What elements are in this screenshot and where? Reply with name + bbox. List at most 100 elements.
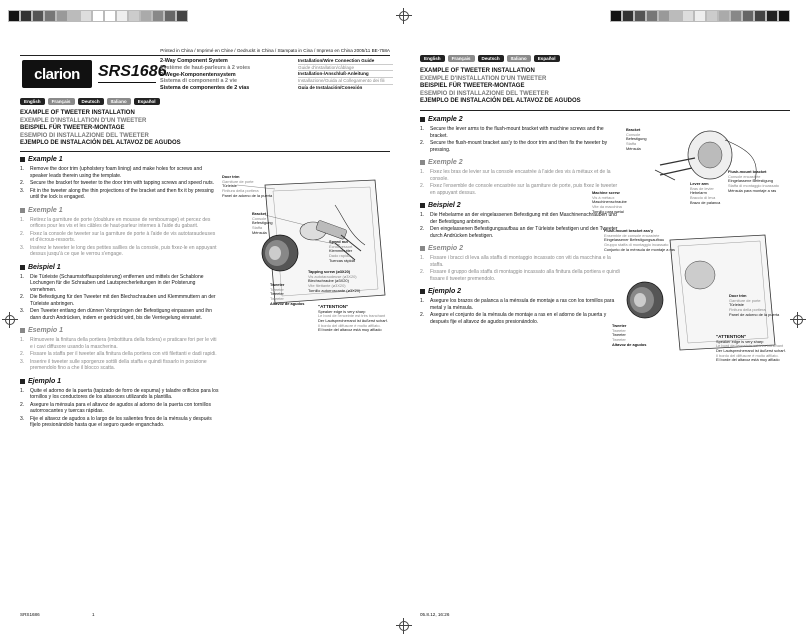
step-number: 2.: [20, 294, 25, 300]
instruction-step: 1. Quite el adorno de la puerta (tapizado…: [20, 388, 220, 401]
example-heading: Exemple 1: [20, 207, 220, 214]
step-text: Inserire il tweeter sulle sporgenze sott…: [30, 358, 207, 372]
tab-deutsch[interactable]: Deutsch: [77, 98, 104, 105]
step-number: 1.: [420, 255, 425, 261]
instruction-step: 1.Retirez la garniture de porte (doublur…: [20, 217, 220, 230]
step-number: 3.: [20, 244, 25, 251]
instruction-list: 1. Fissare i bracci di leva alla staffa d…: [420, 255, 620, 282]
step-text: Den eingelassenen Befestigungsaufbau an …: [430, 226, 618, 239]
label-tapping-screw: Tapping screw (ø3X20)Vis autotaraudeuse …: [308, 269, 361, 293]
flush-bracket-shape: [654, 130, 757, 181]
step-number: 1.: [420, 126, 425, 132]
crosshair-left-icon: [2, 312, 18, 328]
instruction-step: 1. Die Türleiste (Schaumstoffauspolsterun…: [20, 274, 220, 294]
instruction-step: 2. Fixez l'ensemble de console encastrée …: [420, 183, 620, 196]
step-number: 1.: [20, 337, 25, 343]
step-number: 3.: [20, 415, 25, 422]
language-tabs-left: English Français Deutsch Italiano Españo…: [20, 98, 160, 105]
guide-titles: Installation/Wire Connection Guide Guide…: [298, 58, 393, 91]
step-number: 2.: [20, 180, 25, 186]
tab-espanol[interactable]: Español: [133, 98, 160, 105]
section-rule-left: [20, 151, 390, 152]
footer-page: 1: [92, 612, 95, 617]
instruction-step: 1.Rimuovere la finitura della portiera (…: [20, 337, 220, 350]
example-heading: Esempio 2: [420, 245, 620, 252]
tab-francais-r[interactable]: Français: [447, 55, 475, 62]
flush-mount-diagram: [626, 130, 776, 351]
instruction-step: 1. Secure the lever arms to the flush-mou…: [420, 126, 620, 139]
tab-espanol-r[interactable]: Español: [533, 55, 560, 62]
instruction-list: 1. Die Türleiste (Schaumstoffauspolsterun…: [20, 274, 220, 322]
instruction-block: Example 2 1. Secure the lever arms to the …: [420, 116, 620, 153]
instruction-step: 3.Inserire il tweeter sulle sporgenze so…: [20, 359, 220, 372]
instruction-block: Ejemplo 1 1. Quite el adorno de la puerta …: [20, 378, 220, 429]
step-text: Fissare i bracci di leva alla staffa di …: [430, 255, 611, 268]
step-number: 2.: [420, 183, 425, 189]
example-heading: Ejemplo 2: [420, 288, 620, 295]
instruction-block: Esempio 2 1. Fissare i bracci di leva alla…: [420, 245, 620, 282]
step-number: 2.: [420, 312, 425, 318]
tweeter-bracket-diagram: [236, 179, 386, 304]
step-number: 1.: [20, 273, 25, 280]
step-number: 2.: [20, 351, 25, 357]
step-text: Die Türleiste (Schaumstoffauspolsterung)…: [30, 273, 204, 293]
tab-francais[interactable]: Français: [47, 98, 75, 105]
crosshair-top-icon: [396, 8, 412, 24]
right-instructions: Example 2 1. Secure the lever arms to the …: [420, 116, 620, 331]
instruction-list: 1. Quite el adorno de la puerta (tapizado…: [20, 388, 220, 429]
example-heading: Example 2: [420, 116, 620, 123]
crosshair-bottom-icon: [396, 618, 412, 634]
instruction-list: 1.Retirez la garniture de porte (doublur…: [20, 217, 220, 258]
step-number: 2.: [420, 140, 425, 146]
instruction-step: 2. Secure the flush-mount bracket ass'y t…: [420, 140, 620, 153]
example-heading: Ejemplo 1: [20, 378, 220, 385]
tab-deutsch-r[interactable]: Deutsch: [477, 55, 504, 62]
step-number: 2.: [420, 226, 425, 232]
step-number: 2.: [20, 401, 25, 408]
step-text: Quite el adorno de la puerta (tapizado d…: [30, 387, 219, 401]
registration-bar-right: [610, 10, 790, 22]
step-text: Asegure la ménsula para el altavoz de ag…: [30, 401, 211, 415]
instruction-step: 3.Den Tweeter entlang den dünnen Vorsprü…: [20, 308, 220, 321]
tab-english-r[interactable]: English: [420, 55, 445, 62]
step-text: Fixez les bras de levier sur la console …: [430, 169, 611, 182]
header-rule: [20, 55, 390, 56]
instruction-step: 2.Die Befestigung für den Tweeter mit de…: [20, 294, 220, 307]
right-section-title: EXAMPLE OF TWEETER INSTALLATION EXEMPLE …: [420, 68, 581, 104]
printed-in: Printed in China / Imprimé en Chine / Ge…: [160, 48, 390, 53]
tweeter-shape: [261, 234, 299, 272]
step-text: Asegure el conjunto de la ménsula de mon…: [430, 312, 607, 325]
step-text: Secure the lever arms to the flush-mount…: [430, 126, 604, 139]
step-text: Fixez l'ensemble de console encastrée su…: [430, 183, 618, 196]
instruction-step: 1. Fissare i bracci di leva alla staffa d…: [420, 255, 620, 268]
tab-italiano[interactable]: Italiano: [106, 98, 131, 105]
tab-italiano-r[interactable]: Italiano: [506, 55, 531, 62]
instruction-step: 1.Remove the door trim (upholstery foam …: [20, 166, 220, 179]
step-text: Secure the flush-mount bracket ass'y to …: [430, 140, 608, 153]
tab-english[interactable]: English: [20, 98, 45, 105]
example-heading: Beispiel 1: [20, 264, 220, 271]
instruction-step: 3. Insérez le tweeter le long des petites…: [20, 245, 220, 258]
example-heading: Exemple 2: [420, 159, 620, 166]
step-number: 1.: [20, 387, 25, 394]
instruction-step: 2.Fixez la console de tweeter sur la gar…: [20, 231, 220, 244]
section-rule-right: [420, 110, 790, 111]
step-text: Insérez le tweeter le long des petites s…: [30, 244, 217, 258]
step-text: Retirez la garniture de porte (doublure …: [30, 216, 211, 230]
door-trim-right-shape: [669, 234, 776, 351]
instruction-step: 1.Asegure los brazos de palanca a la mén…: [420, 298, 620, 311]
bracket-shape: [299, 220, 347, 241]
step-text: Den Tweeter entlang den dünnen Vorsprüng…: [30, 308, 212, 321]
instruction-step: 1.Die Hebelarme an der eingelassenen Bef…: [420, 212, 620, 225]
step-number: 3.: [20, 187, 25, 194]
